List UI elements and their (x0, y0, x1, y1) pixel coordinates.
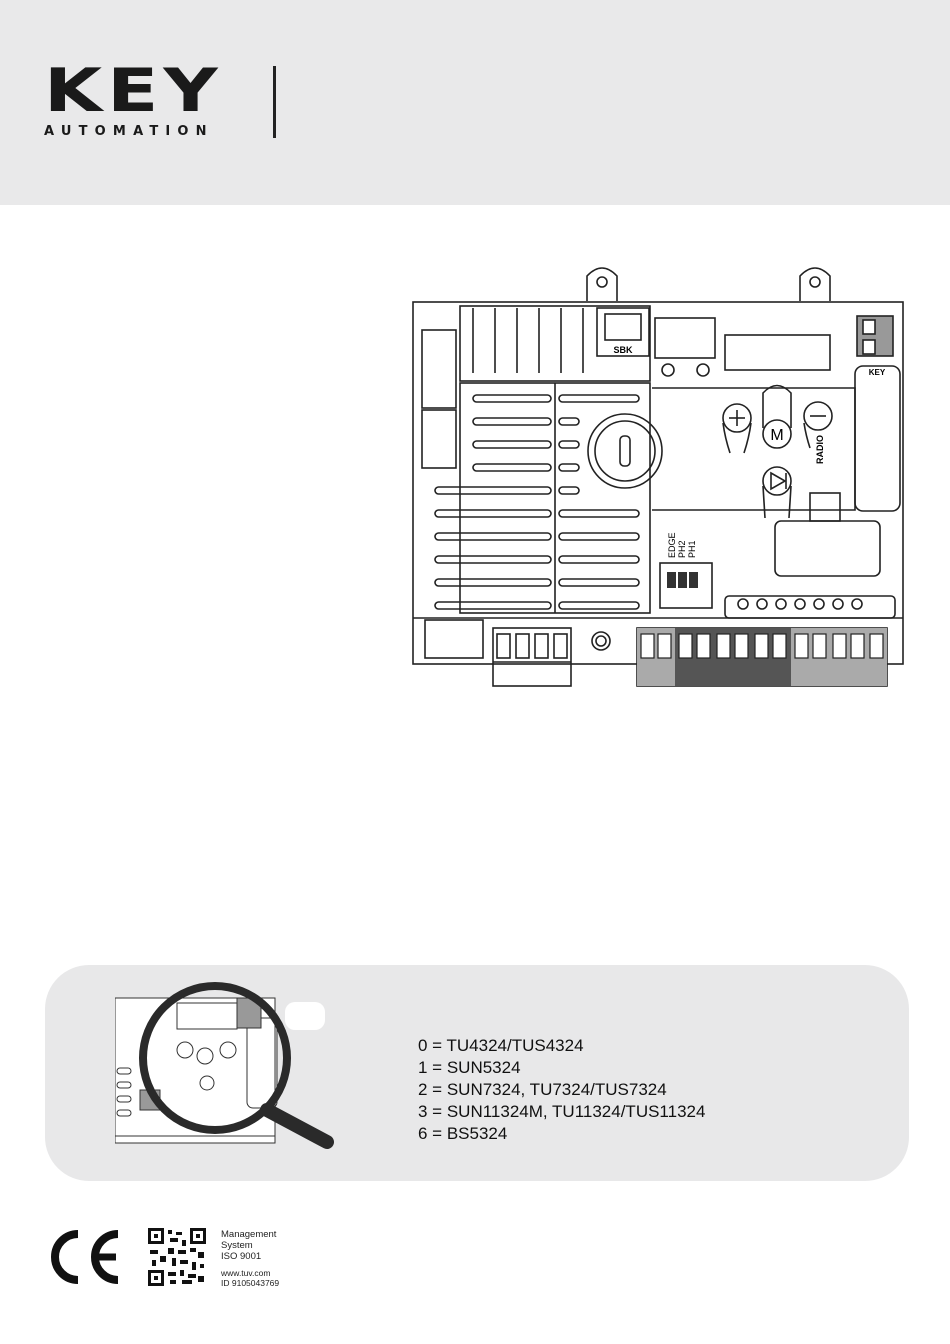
header-divider (273, 66, 276, 138)
bottom-left-connector (425, 620, 483, 658)
model-line: 2 = SUN7324, TU7324/TUS7324 (418, 1079, 705, 1101)
fuse-holder (588, 414, 662, 488)
cert-web: www.tuv.com (221, 1268, 279, 1278)
logo-wordmark: KEY (44, 66, 256, 116)
terminal-block-1 (493, 628, 571, 686)
cert-line: ISO 9001 (221, 1251, 279, 1262)
plus-button (723, 404, 751, 453)
mounting-tab-left (587, 268, 617, 301)
mounting-tab-right (800, 268, 830, 301)
heatsink-top (460, 306, 650, 381)
cert-id: ID 9105043769 (221, 1278, 279, 1288)
logo-subtitle: AUTOMATION (44, 124, 214, 139)
control-board-diagram: SBK KEY M RADIO EDGE PH2 PH1 (405, 258, 910, 690)
model-line: 0 = TU4324/TUS4324 (418, 1035, 705, 1057)
left-connector-1 (422, 330, 456, 408)
left-connector-2 (422, 410, 456, 468)
dip-label-ph1: PH1 (687, 540, 697, 558)
dip-label-edge: EDGE (667, 532, 677, 558)
certification-text: Management System ISO 9001 www.tuv.com I… (221, 1229, 279, 1288)
sbk-label: SBK (613, 345, 633, 355)
key-automation-logo: KEY AUTOMATION (44, 66, 214, 139)
model-line: 6 = BS5324 (418, 1123, 705, 1145)
cert-line: System (221, 1240, 279, 1251)
heatsink-main (435, 383, 650, 613)
top-connector (655, 318, 715, 358)
model-list: 0 = TU4324/TUS4324 1 = SUN5324 2 = SUN73… (418, 1035, 705, 1145)
key-terminal-label: KEY (869, 368, 886, 377)
ce-mark (44, 1228, 124, 1286)
cert-line: Management (221, 1229, 279, 1240)
magnifier-handle (267, 1110, 327, 1142)
model-line: 3 = SUN11324M, TU11324/TUS11324 (418, 1101, 705, 1123)
qr-code (148, 1228, 206, 1286)
display-window (725, 335, 830, 370)
dip-label-ph2: PH2 (677, 540, 687, 558)
motor-label: M (770, 427, 783, 444)
model-line: 1 = SUN5324 (418, 1057, 705, 1079)
radio-label: RADIO (815, 435, 825, 464)
magnified-board-detail (115, 958, 345, 1158)
page-header: KEY AUTOMATION (0, 0, 950, 205)
